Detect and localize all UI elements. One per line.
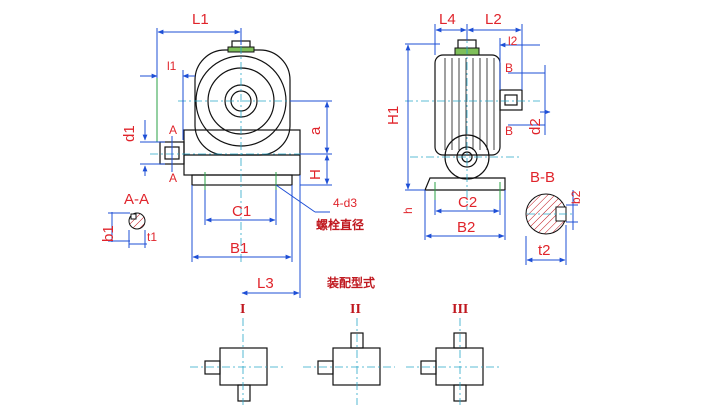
dim-C1: C1: [232, 203, 251, 220]
dim-L4: L4: [439, 11, 456, 28]
section-a-a: [108, 212, 147, 248]
section-mark-a-bottom: A: [169, 171, 177, 185]
side-dimensions: [405, 24, 551, 240]
assembly-type-1: [190, 318, 285, 405]
dim-L2: L2: [485, 11, 502, 28]
dim-b1: b1: [100, 225, 117, 242]
dim-l2: l2: [508, 34, 518, 48]
dim-h: h: [401, 207, 415, 214]
dim-H1: H1: [385, 106, 402, 125]
assembly-label-ii: II: [350, 302, 361, 317]
section-mark-a-top: A: [169, 123, 177, 137]
worm-end: [444, 134, 490, 180]
dim-d1: d1: [121, 125, 138, 142]
dim-d3: 4-d3: [333, 196, 357, 210]
side-base: [424, 177, 506, 191]
dim-B2: B2: [457, 219, 475, 236]
dim-B1: B1: [230, 240, 248, 257]
dim-C2: C2: [458, 194, 477, 211]
gear-housing: [194, 49, 291, 156]
output-shaft: [499, 89, 523, 111]
section-mark-b-top: B: [505, 61, 513, 75]
dim-l1: l1: [167, 59, 177, 73]
dim-H: H: [307, 169, 324, 180]
dim-t2: t2: [538, 242, 551, 259]
base-feet: [191, 174, 293, 186]
side-view: [405, 30, 540, 210]
dim-L1: L1: [192, 11, 209, 28]
assembly-type-2: [303, 318, 395, 405]
dim-t1: t1: [147, 230, 157, 244]
front-dimensions: [140, 28, 332, 298]
dim-b2: b2: [569, 190, 583, 204]
section-mark-b-bottom: B: [505, 124, 513, 138]
bolt-hole-diameter-label: 螺栓直径: [316, 217, 364, 232]
dim-L3: L3: [257, 275, 274, 292]
assembly-label-i: I: [240, 302, 245, 317]
worm-box: [183, 129, 301, 176]
assembly-type-3: [406, 318, 500, 405]
section-bb-title: B-B: [530, 169, 555, 186]
dim-d2: d2: [527, 118, 544, 135]
section-aa-title: A-A: [124, 191, 149, 208]
section-b-b: [525, 190, 578, 265]
front-view: [150, 30, 301, 265]
assembly-label-iii: III: [452, 302, 468, 317]
assembly-type-title: 装配型式: [326, 275, 375, 290]
dim-a: a: [307, 126, 324, 135]
